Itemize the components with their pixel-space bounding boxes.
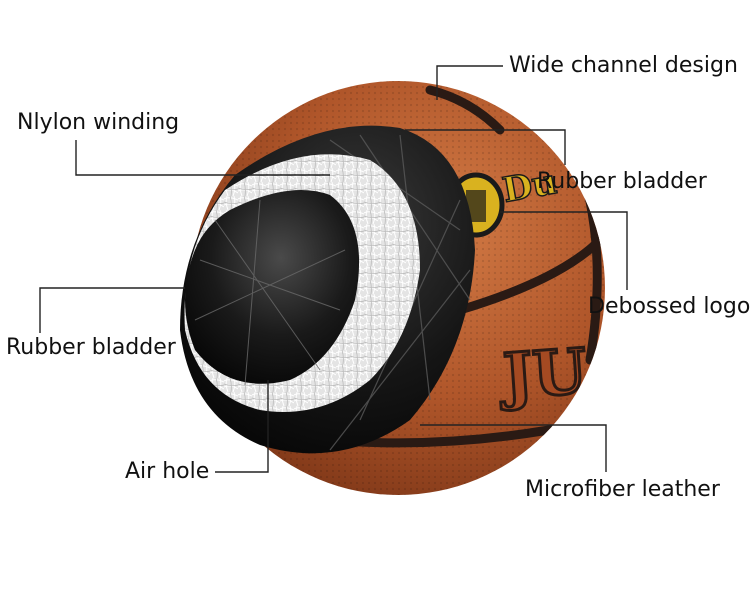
leader-rubber-bladder-left [39,287,185,333]
leader-debossed-logo [500,211,628,290]
leader-wide-channel [436,65,503,100]
ball-brand-text: JU [496,334,589,413]
ball-brand-partial: Du [500,162,560,211]
leader-air-hole [215,380,269,473]
leader-nylon-winding [75,140,330,176]
callout-air-hole: Air hole [125,459,210,484]
leader-microfiber-leather [420,424,607,472]
callout-nylon-winding: Nlylon winding [17,110,180,135]
inner-bladder-wrinkles [194,199,346,386]
callout-microfiber-leather: Microfiber leather [525,477,720,502]
leader-rubber-bladder-top [405,129,566,165]
leader-lines [39,65,628,473]
callout-rubber-bladder-top: Rubber bladder [537,169,707,194]
callout-debossed-logo: Debossed logo [588,294,750,319]
callout-rubber-bladder-left: Rubber bladder [6,335,176,360]
callout-wide-channel-design: Wide channel design [509,53,738,78]
inner-rubber-bladder [185,190,360,384]
